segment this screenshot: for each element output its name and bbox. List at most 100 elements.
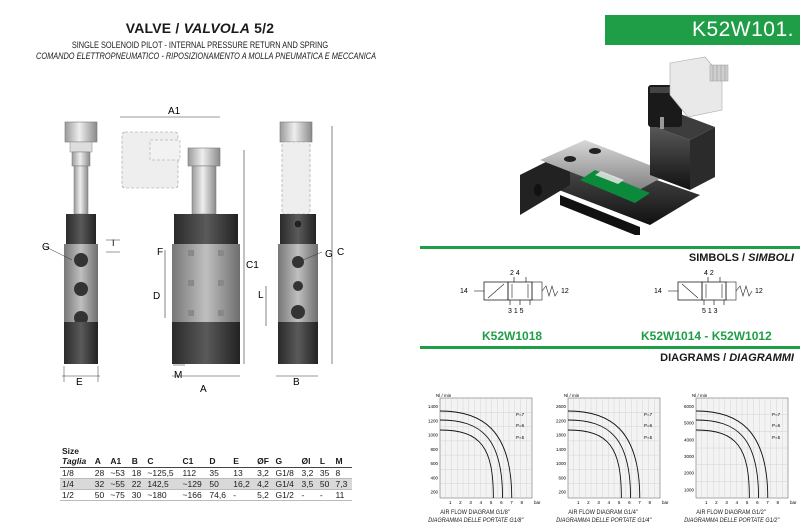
side-view [120, 116, 245, 377]
y-tick-label: 1800 [556, 433, 567, 438]
y-tick-label: 6000 [684, 404, 695, 409]
dim-label-c: C [337, 247, 344, 258]
x-tick-label: 2 [715, 500, 718, 505]
x-tick-label: 7 [510, 500, 513, 505]
diagram-caption-2: AIR FLOW DIAGRAM G1/4" DIAGRAMMA DELLE P… [556, 509, 652, 524]
symbol-left-bottom-ports: 3 1 5 [508, 308, 524, 315]
y-tick-label: 4000 [684, 437, 695, 442]
table-cell: ~125,5 [147, 467, 174, 478]
dim-label-f: F [157, 247, 163, 258]
dim-label-i: I [112, 238, 115, 248]
table-cell: 30 [131, 489, 142, 500]
table-cell: 74,6 [209, 489, 226, 500]
curve-label: P=6 [516, 423, 525, 428]
x-tick-label: 3 [597, 500, 600, 505]
y-unit-label: Nl / min [564, 393, 580, 398]
diagrams-section-header: DIAGRAMS / DIAGRAMMI [420, 346, 800, 364]
y-unit-label: Nl / min [692, 393, 708, 398]
table-header-cell: C1 [180, 456, 208, 468]
symbol-left-code: K52W1018 [482, 329, 543, 343]
header: VALVE / VALVOLA 5/2 SINGLE SOLENOID PILO… [0, 20, 400, 61]
x-tick-label: 6 [756, 500, 759, 505]
curve-label: P=6 [772, 423, 781, 428]
curve-label: P=7 [644, 412, 653, 417]
subtitle-it: COMANDO ELETTROPNEUMATICO - RIPOSIZIONAM… [36, 51, 377, 61]
table-cell: 16,2 [233, 478, 250, 489]
x-tick-label: 4 [608, 500, 611, 505]
table-cell: 3,5 [301, 478, 314, 489]
table-cell: 50 [209, 478, 219, 489]
y-tick-label: 2600 [556, 404, 567, 409]
x-tick-label: 4 [736, 500, 739, 505]
y-unit-label: Nl / min [436, 393, 452, 398]
table-cell: - [301, 489, 305, 500]
dim-label-l: L [258, 290, 264, 301]
table-cell: 5,2 [257, 489, 269, 500]
curve-label: P=5 [516, 435, 525, 440]
table-cell: G1/8 [275, 467, 294, 478]
symbols-title: SIMBOLS / SIMBOLI [688, 252, 794, 264]
y-tick-label: 1000 [556, 461, 567, 466]
dim-label-e: E [76, 377, 83, 388]
diagrams-title: DIAGRAMS / DIAGRAMMI [660, 352, 794, 364]
table-cell: 3,2 [257, 467, 269, 478]
table-cell: 22 [131, 478, 142, 489]
x-tick-label: 7 [638, 500, 641, 505]
dim-label-a1: A1 [168, 106, 181, 117]
table-cell: 35 [209, 467, 219, 478]
flow-curve [695, 410, 769, 499]
y-tick-label: 1000 [428, 433, 439, 438]
diagram-caption-1: AIR FLOW DIAGRAM G1/8" DIAGRAMMA DELLE P… [428, 509, 524, 524]
dim-label-a: A [200, 384, 207, 395]
symbol-right-port-12: 12 [755, 288, 763, 295]
flow-curve [567, 419, 632, 499]
subtitle-en: SINGLE SOLENOID PILOT - INTERNAL PRESSUR… [71, 40, 329, 50]
flow-curve [439, 429, 494, 499]
dim-label-c1: C1 [246, 260, 259, 271]
table-cell: 32 [94, 478, 105, 489]
table-cell: G1/2 [275, 489, 294, 500]
table-cell: ~75 [110, 489, 125, 500]
table-cell: ~53 [110, 467, 125, 478]
x-tick-label: 1 [705, 500, 708, 505]
table-cell: 50 [94, 489, 105, 500]
y-tick-label: 200 [430, 490, 438, 495]
flow-curve [567, 410, 641, 499]
x-unit-label: bar [662, 500, 669, 505]
x-tick-label: 5 [618, 500, 621, 505]
table-cell: ~55 [110, 478, 125, 489]
curve-label: P=6 [644, 423, 653, 428]
table-cell: ~129 [182, 478, 202, 489]
symbol-right-port-14: 14 [654, 288, 662, 295]
table-header-cell: B [129, 456, 146, 468]
x-tick-label: 3 [725, 500, 728, 505]
dim-label-d: D [153, 291, 160, 302]
table-cell: 13 [233, 467, 243, 478]
y-tick-label: 5000 [684, 421, 695, 426]
size-label: Size [62, 446, 80, 456]
table-cell: 8 [335, 467, 341, 478]
x-unit-label: bar [534, 500, 541, 505]
flow-curve [695, 419, 760, 499]
x-tick-label: 8 [777, 500, 780, 505]
y-tick-label: 600 [558, 475, 566, 480]
table-cell: 7,3 [335, 478, 348, 489]
x-unit-label: bar [790, 500, 797, 505]
symbol-right-code: K52W1014 - K52W1012 [641, 329, 772, 343]
product-code-banner: K52W101. [605, 15, 800, 45]
table-header-cell: L [317, 456, 334, 468]
taglia-label: Taglia [60, 456, 93, 468]
dim-label-g-right: G [325, 249, 333, 260]
flow-curve [695, 429, 750, 499]
end-view [265, 121, 333, 377]
y-tick-label: 3000 [684, 454, 695, 459]
flow-curve [439, 419, 504, 499]
product-image [520, 56, 729, 235]
dim-label-b: B [293, 377, 300, 388]
